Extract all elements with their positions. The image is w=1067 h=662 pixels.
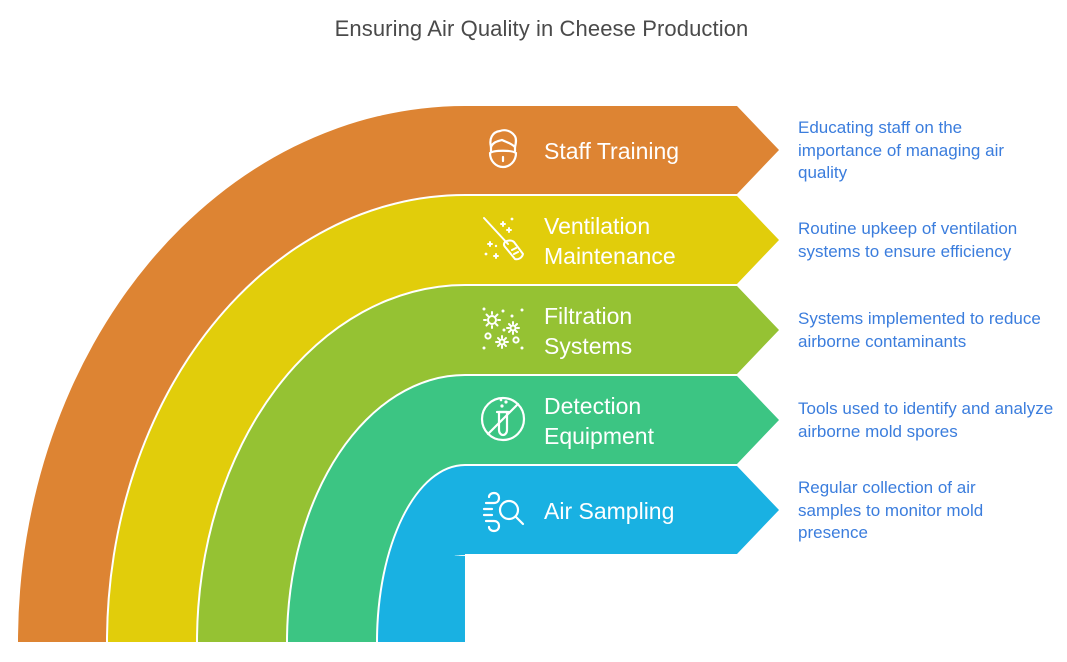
band-air-sampling [378,466,779,642]
staff-mask-icon [488,129,518,169]
wind-search-icon [482,491,525,533]
description-air-sampling: Regular collection of air samples to mon… [798,478,984,542]
level-label-ventilation-maintenance: Ventilation Maintenance [544,213,676,269]
description-filtration-systems: Systems implemented to reduce airborne c… [798,309,1041,351]
description-ventilation-maintenance: Routine upkeep of ventilation systems to… [798,219,1018,261]
band-staff-training [18,106,779,642]
band-filtration-systems [198,286,779,642]
level-label-staff-training: Staff Training [544,138,680,164]
level-label-filtration-systems: Filtration Systems [544,303,633,359]
band-ventilation-maintenance [108,196,779,642]
no-test-tube-icon [480,396,526,442]
diagram-title: Ensuring Air Quality in Cheese Productio… [334,16,749,41]
description-staff-training: Educating staff on the importance of man… [798,118,1005,182]
airborne-particles-icon [482,307,524,350]
level-label-air-sampling: Air Sampling [544,498,675,524]
level-label-detection-equipment: Detection Equipment [544,393,654,449]
band-detection-equipment [288,376,779,642]
description-detection-equipment: Tools used to identify and analyze airbo… [798,399,1054,441]
broom-sparkle-icon [483,217,524,261]
